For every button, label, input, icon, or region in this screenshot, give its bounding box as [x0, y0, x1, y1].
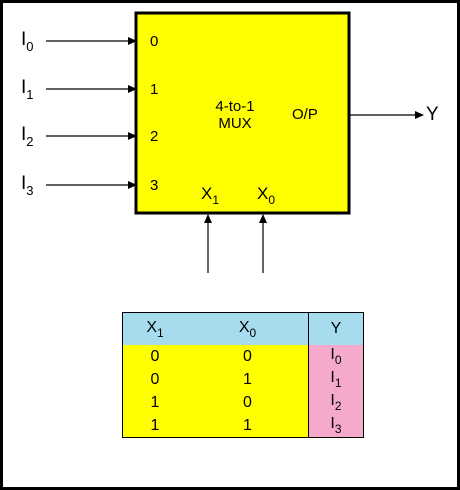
cell-x1: 1	[122, 391, 187, 414]
select-label-x0: X0	[257, 184, 276, 207]
cell-x0: 0	[187, 391, 309, 414]
truth-table: X1 X0 Y 0 0 I0 0 1 I1 1 0 I2 1	[122, 312, 364, 438]
input-label-i2: I2	[21, 124, 34, 149]
select-label-x1: X1	[201, 184, 220, 207]
pin-label-0: 0	[150, 33, 159, 50]
cell-x0: 1	[187, 414, 309, 438]
table-row: 1 1 I3	[122, 414, 364, 438]
pin-label-2: 2	[150, 128, 159, 145]
table-row: 0 0 I0	[122, 345, 364, 368]
mux-title-line1: 4-to-1	[215, 98, 255, 115]
table-row: 0 1 I1	[122, 368, 364, 391]
cell-y: I1	[308, 368, 364, 391]
output-label: O/P	[292, 106, 318, 123]
cell-y: I0	[308, 345, 364, 368]
pin-label-3: 3	[150, 177, 159, 194]
cell-x1: 1	[122, 414, 187, 438]
cell-y: I3	[308, 414, 364, 438]
table-row: 1 0 I2	[122, 391, 364, 414]
cell-y: I2	[308, 391, 364, 414]
cell-x0: 0	[187, 345, 309, 368]
input-label-i0: I0	[21, 29, 34, 54]
mux-title-line2: MUX	[218, 115, 252, 132]
diagram-frame: I0 I1 I2 I3 0 1 2 3 4-to-1 MUX O/P Y X1 …	[3, 3, 457, 487]
input-label-i1: I1	[21, 77, 34, 102]
cell-x1: 0	[122, 345, 187, 368]
pin-label-1: 1	[150, 81, 159, 98]
mux-title: 4-to-1 MUX	[199, 98, 271, 132]
table-header-row: X1 X0 Y	[122, 312, 364, 345]
mux-block	[134, 11, 351, 215]
header-y: Y	[308, 312, 364, 345]
mux-diagram-svg	[46, 11, 424, 273]
cell-x1: 0	[122, 368, 187, 391]
output-y-label: Y	[426, 104, 439, 125]
input-label-i3: I3	[21, 173, 34, 198]
cell-x0: 1	[187, 368, 309, 391]
header-x0: X0	[187, 312, 309, 345]
header-x1: X1	[122, 312, 187, 345]
